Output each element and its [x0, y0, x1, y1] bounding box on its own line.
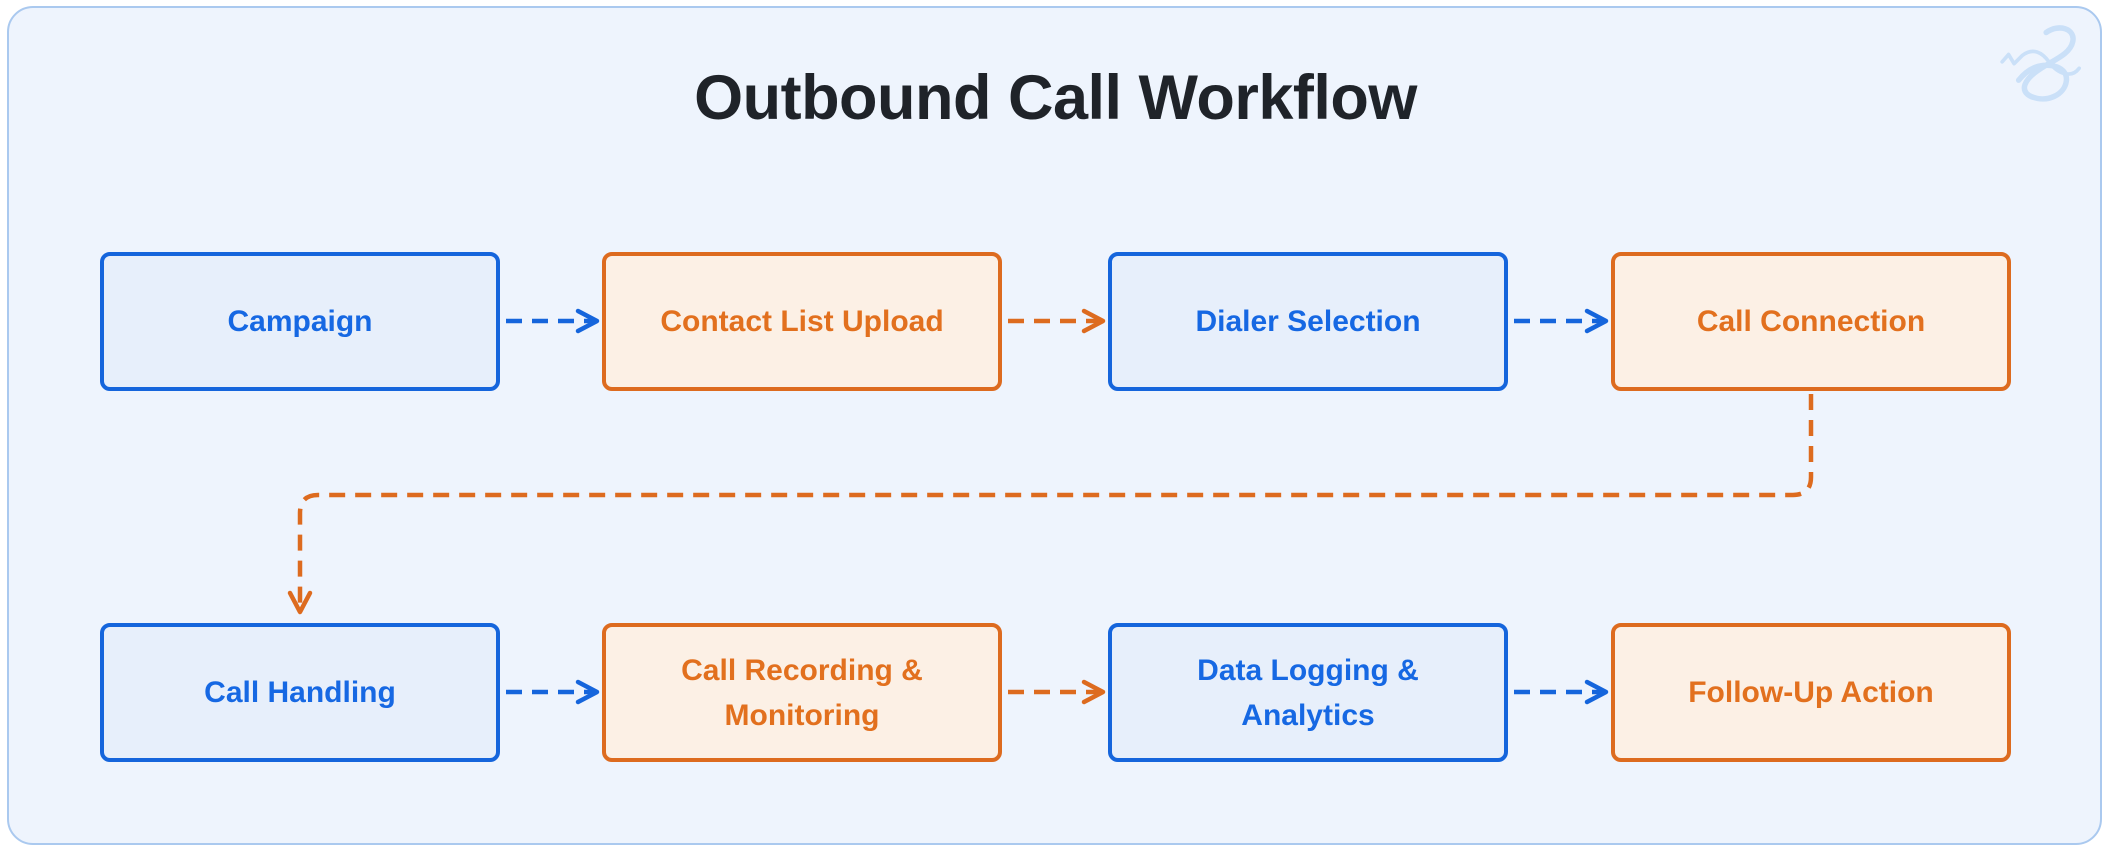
node-label: Data Logging & Analytics	[1197, 653, 1419, 732]
node-label: Campaign	[227, 305, 373, 338]
node-label: Call Handling	[204, 676, 396, 709]
node-follow-up-action: Follow-Up Action	[1611, 623, 2011, 762]
node-label: Contact List Upload	[660, 305, 944, 338]
node-campaign: Campaign	[100, 252, 500, 391]
node-contact-list-upload: Contact List Upload	[602, 252, 1002, 391]
node-label: Follow-Up Action	[1688, 676, 1934, 709]
node-dialer-selection: Dialer Selection	[1108, 252, 1508, 391]
script-s-watermark-icon	[2000, 25, 2082, 102]
node-label: Call Recording & Monitoring	[681, 653, 923, 732]
node-call-handling: Call Handling	[100, 623, 500, 762]
node-call-recording-monitoring: Call Recording & Monitoring	[602, 623, 1002, 762]
node-label: Dialer Selection	[1195, 305, 1421, 338]
node-call-connection: Call Connection	[1611, 252, 2011, 391]
node-data-logging-analytics: Data Logging & Analytics	[1108, 623, 1508, 762]
page-title: Outbound Call Workflow	[694, 63, 1417, 133]
node-label: Call Connection	[1696, 305, 1926, 338]
